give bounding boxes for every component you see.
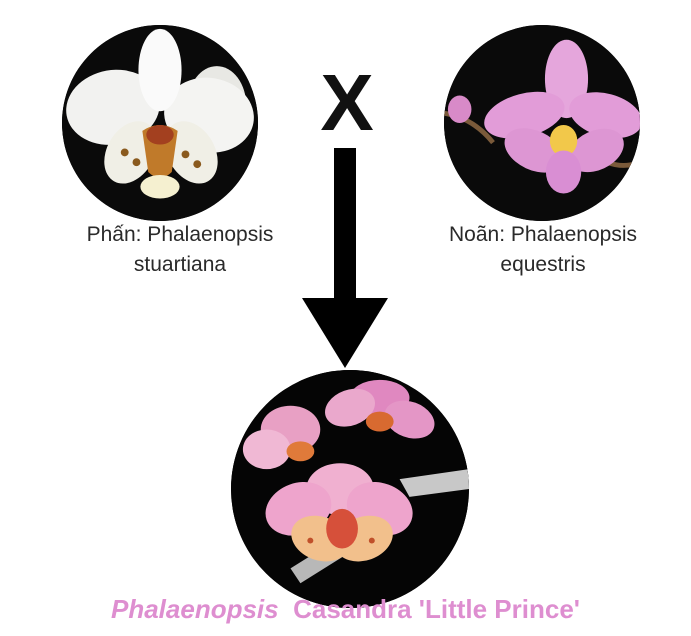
- pollen-parent-photo: [62, 25, 258, 221]
- offspring-name: Phalaenopsis Casandra 'Little Prince': [0, 594, 691, 625]
- down-arrow-icon: [302, 148, 388, 368]
- seed-parent-photo: [444, 25, 640, 221]
- seed-parent-label: Noãn: Phalaenopsisequestris: [395, 220, 691, 280]
- offspring-photo: [231, 370, 469, 608]
- offspring-cultivar: Casandra 'Little Prince': [293, 594, 580, 624]
- cross-symbol: X: [312, 63, 382, 143]
- offspring-genus: Phalaenopsis: [111, 594, 279, 624]
